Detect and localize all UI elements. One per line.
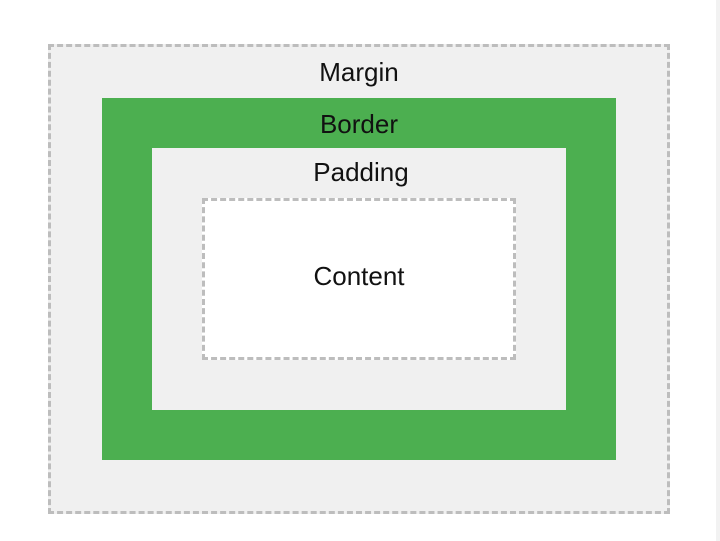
content-area [202, 198, 516, 360]
content-label: Content [313, 261, 405, 291]
border-label: Border [319, 109, 399, 139]
page-edge-strip [716, 0, 720, 541]
padding-label: Padding [313, 157, 409, 187]
margin-label: Margin [319, 57, 399, 87]
